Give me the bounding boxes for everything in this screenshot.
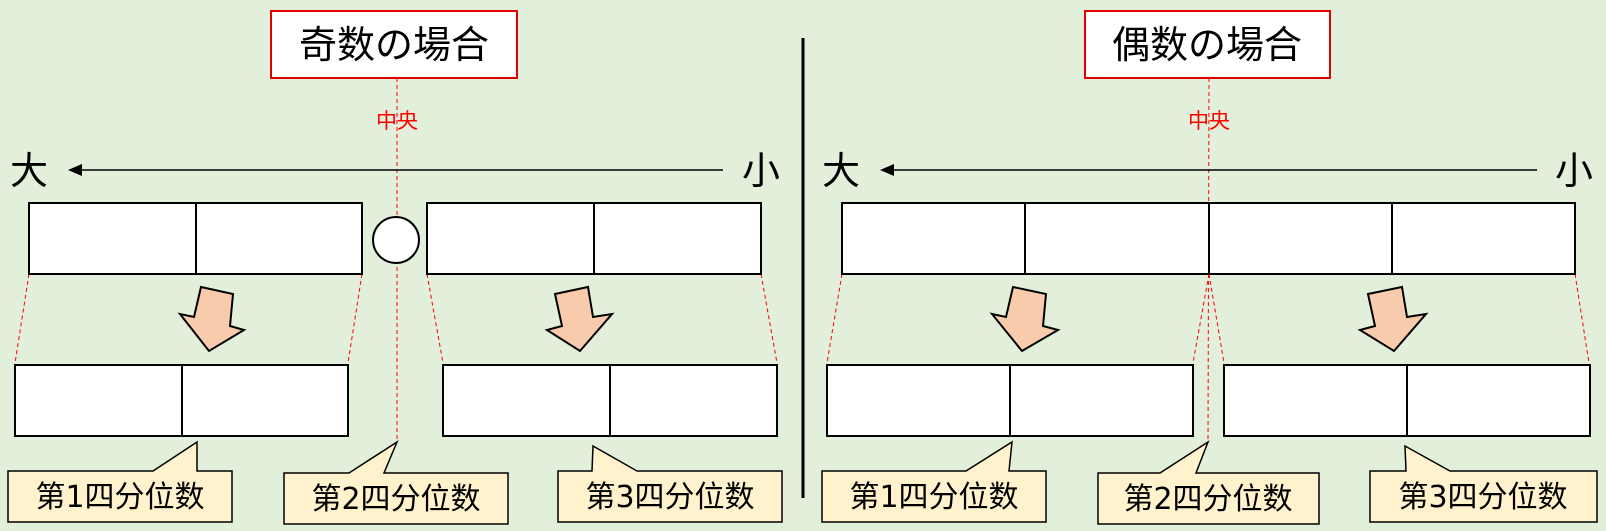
even-title: 偶数の場合: [1112, 23, 1302, 67]
odd-top-cell-3: [426, 202, 595, 275]
odd-q2-callout: [283, 440, 509, 525]
odd-small-label: 小: [742, 149, 780, 193]
odd-right-down-arrow: [544, 285, 615, 353]
even-top-cell-1: [841, 202, 1026, 275]
odd-q3-label: 第3四分位数: [585, 480, 754, 515]
even-right-down-arrow: [1357, 285, 1429, 353]
even-bottom-cell-4: [1406, 364, 1591, 437]
odd-center-label: 中央: [376, 109, 418, 133]
odd-left-down-arrow: [177, 285, 247, 353]
odd-title: 奇数の場合: [299, 23, 489, 67]
even-q2-callout: [1097, 440, 1320, 525]
odd-title-box: [270, 10, 518, 79]
even-left-guide-inner: [1192, 273, 1210, 364]
even-top-cell-3: [1208, 202, 1393, 275]
odd-bottom-cell-3: [442, 364, 611, 437]
even-q3-callout: [1369, 444, 1598, 523]
odd-q1-callout: [7, 440, 233, 523]
even-right-guide-inner: [1208, 273, 1225, 364]
odd-q1-label: 第1四分位数: [35, 480, 204, 515]
odd-right-guide-inner: [426, 273, 444, 364]
odd-panel: 奇数の場合 中央 大 小 第1四分位数 第2四分位数 第3四分位数: [7, 10, 783, 525]
even-center-label: 中央: [1188, 109, 1230, 133]
odd-q3-callout: [557, 444, 783, 523]
odd-left-guide-inner: [347, 273, 363, 364]
even-bottom-cell-1: [826, 364, 1011, 437]
odd-left-guide-outer: [14, 273, 30, 364]
odd-bottom-cell-2: [181, 364, 349, 437]
odd-median-circle: [372, 216, 420, 264]
even-left-down-arrow: [989, 285, 1061, 353]
even-q3-label: 第3四分位数: [1398, 480, 1567, 515]
even-right-guide-outer: [1574, 273, 1590, 364]
even-top-cell-4: [1391, 202, 1576, 275]
even-q1-callout: [821, 440, 1047, 523]
even-q1-label: 第1四分位数: [849, 480, 1018, 515]
odd-top-cell-4: [593, 202, 762, 275]
even-small-label: 小: [1555, 149, 1593, 193]
odd-large-label: 大: [10, 149, 48, 193]
even-bottom-cell-2: [1009, 364, 1194, 437]
even-left-guide-outer: [826, 273, 843, 364]
odd-q2-label: 第2四分位数: [311, 482, 480, 517]
odd-top-cell-1: [28, 202, 197, 275]
even-q2-label: 第2四分位数: [1123, 482, 1292, 517]
odd-top-cell-2: [195, 202, 363, 275]
even-large-label: 大: [822, 149, 860, 193]
even-panel: 偶数の場合 中央 大 小 第1四分位数 第2四分位数 第3四分位数: [821, 10, 1598, 525]
odd-right-guide-outer: [760, 273, 778, 364]
odd-bottom-cell-4: [609, 364, 778, 437]
even-title-box: [1084, 10, 1331, 79]
odd-bottom-cell-1: [14, 364, 183, 437]
even-top-cell-2: [1024, 202, 1210, 275]
even-bottom-cell-3: [1223, 364, 1408, 437]
